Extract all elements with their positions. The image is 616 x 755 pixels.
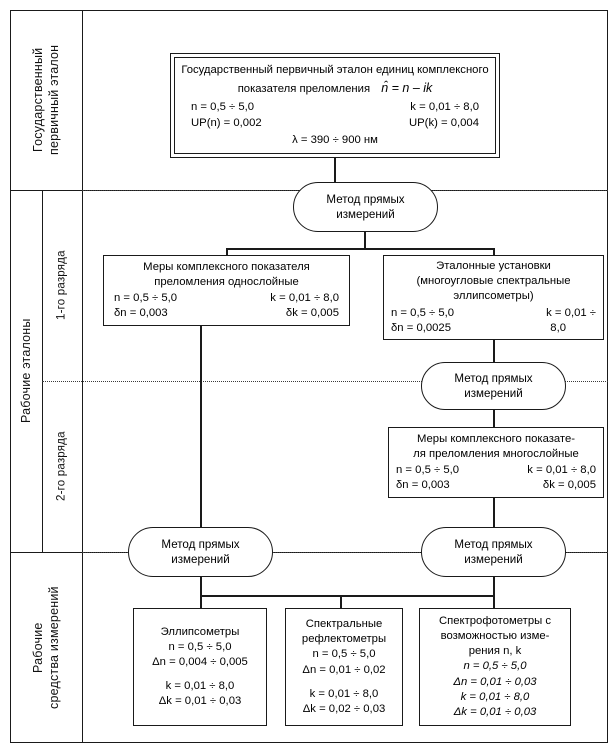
- method-oval-4: Метод прямых измерений: [421, 527, 566, 577]
- connector-method4-stem: [493, 577, 495, 596]
- rank1-right-k-range: k = 0,01 ÷: [546, 306, 596, 319]
- spectrophotometers-title-line1: Спектрофотометры с: [438, 615, 552, 628]
- reflectometers-delta-n: Δn = 0,01 ÷ 0,02: [302, 663, 386, 676]
- primary-standard-up-n: UP(n) = 0,002: [191, 116, 262, 129]
- rank1-left-dk: δk = 0,005: [285, 307, 339, 320]
- ellipsometers-delta-n: Δn = 0,004 ÷ 0,005: [152, 655, 248, 668]
- rank1-right-title-line3: эллипсометры): [453, 290, 534, 303]
- spectrophotometers-delta-n: Δn = 0,01 ÷ 0,03: [453, 675, 537, 688]
- reflectometers-n-range: n = 0,5 ÷ 5,0: [312, 648, 376, 661]
- primary-standard-uncertainty-row: UP(n) = 0,002 UP(k) = 0,004: [181, 116, 489, 131]
- primary-standard-box: Государственный первичный эталон единиц …: [170, 53, 500, 158]
- connector-method2-to-rank2: [493, 410, 495, 427]
- reflectometers-delta-k: Δk = 0,02 ÷ 0,03: [302, 702, 386, 715]
- sidebar-label-rank-1: 1-го разряда: [55, 250, 68, 321]
- method-oval-2-line2: измерений: [464, 387, 523, 400]
- connector-rank1left-to-method3: [200, 326, 202, 527]
- rank1-left-title-line1: Меры комплексного показателя: [143, 260, 310, 273]
- instrument-box-ellipsometers: Эллипсометры n = 0,5 ÷ 5,0 Δn = 0,004 ÷ …: [133, 608, 267, 726]
- spectrophotometers-title-line2: возможностью изме-: [440, 630, 550, 643]
- rank1-reference-setups-box: Эталонные установки (многоугловые спектр…: [383, 255, 604, 340]
- sidebar-label-working-standards: Рабочие эталоны: [19, 318, 33, 424]
- sidebar-label-primary-standard: Государственный первичный эталон: [31, 44, 61, 156]
- rank2-right-dn: δn = 0,003: [396, 479, 450, 492]
- rank1-right-k-range-cont: 8,0: [550, 321, 566, 334]
- primary-standard-formula: n̂ = n – ik: [381, 81, 433, 96]
- rank1-right-dn: δn = 0,0025: [391, 321, 451, 334]
- rank2-right-dk: δk = 0,005: [542, 479, 596, 492]
- method-oval-2-line1: Метод прямых: [454, 371, 533, 385]
- primary-standard-title-line2-row: показателя преломления n̂ = n – ik: [238, 80, 433, 97]
- connector-method1-stem: [364, 232, 366, 249]
- spectrophotometers-n-range: n = 0,5 ÷ 5,0: [463, 660, 527, 673]
- rank1-left-k-range: k = 0,01 ÷ 8,0: [270, 292, 339, 304]
- rank1-right-delta-row: δn = 0,0025 8,0: [388, 321, 599, 336]
- sidebar-column-rule-inner: [82, 10, 83, 743]
- primary-standard-title-line2: показателя преломления: [237, 83, 371, 96]
- method-oval-3-line1: Метод прямых: [161, 537, 240, 551]
- primary-standard-title-line1: Государственный первичный эталон единиц …: [181, 64, 489, 77]
- connector-primary-to-method1: [334, 158, 336, 182]
- reflectometers-title-line2: рефлектометры: [301, 633, 387, 646]
- connector-bus-to-ellipsometers: [200, 595, 202, 608]
- reflectometers-title-line1: Спектральные: [305, 618, 383, 631]
- method-oval-3: Метод прямых измерений: [128, 527, 273, 577]
- primary-standard-lambda: λ = 390 ÷ 900 нм: [292, 133, 378, 146]
- rank1-right-n-range: n = 0,5 ÷ 5,0: [391, 306, 455, 319]
- primary-standard-n-range: n = 0,5 ÷ 5,0: [191, 101, 255, 114]
- connector-method1-bus: [226, 248, 494, 250]
- spectrophotometers-title-line3: рения n, k: [468, 645, 522, 658]
- connector-rank1right-to-method2: [493, 340, 495, 363]
- rank1-left-range-row: n = 0,5 ÷ 5,0 k = 0,01 ÷ 8,0: [108, 291, 345, 306]
- ellipsometers-title: Эллипсометры: [160, 625, 240, 638]
- reflectometers-k-range: k = 0,01 ÷ 8,0: [309, 687, 379, 700]
- rank1-right-title-line2: (многоугловые спектральные: [416, 275, 571, 288]
- sidebar-label-rank-2: 2-го разряда: [55, 431, 68, 502]
- rank2-measures-multilayer-box: Меры комплексного показате- ля преломлен…: [388, 427, 604, 498]
- sidebar-label-working-instruments: Рабочие средства измерений: [31, 586, 61, 709]
- sidebar-column-rule-outer: [42, 190, 43, 552]
- rank1-left-title-line2: преломления однослойные: [154, 275, 299, 288]
- rank1-left-dn: δn = 0,003: [114, 307, 168, 320]
- rank2-right-title-line1: Меры комплексного показате-: [416, 432, 576, 445]
- method-oval-1: Метод прямых измерений: [293, 182, 438, 232]
- connector-bus-to-spectrophotometers: [493, 595, 495, 608]
- diagram-outer-frame: [10, 10, 608, 743]
- ellipsometers-n-range: n = 0,5 ÷ 5,0: [168, 640, 232, 653]
- connector-bottom-bus: [200, 595, 494, 597]
- rank1-left-delta-row: δn = 0,003 δk = 0,005: [108, 306, 345, 321]
- spectrophotometers-delta-k: Δk = 0,01 ÷ 0,03: [453, 705, 537, 718]
- method-oval-1-line1: Метод прямых: [326, 192, 405, 206]
- instrument-box-spectrophotometers: Спектрофотометры с возможностью изме- ре…: [419, 608, 571, 726]
- rank2-right-n-range: n = 0,5 ÷ 5,0: [396, 464, 460, 476]
- connector-bus-to-rank1-right: [493, 248, 495, 256]
- rank2-right-k-range: k = 0,01 ÷ 8,0: [527, 464, 596, 476]
- rank1-measures-single-layer-box: Меры комплексного показателя преломления…: [103, 255, 350, 326]
- connector-method3-stem: [200, 577, 202, 596]
- ellipsometers-delta-k: Δk = 0,01 ÷ 0,03: [158, 695, 242, 708]
- primary-standard-range-row: n = 0,5 ÷ 5,0 k = 0,01 ÷ 8,0: [181, 100, 489, 115]
- rank1-left-n-range: n = 0,5 ÷ 5,0: [114, 292, 178, 304]
- rank1-right-range-row: n = 0,5 ÷ 5,0 k = 0,01 ÷: [388, 306, 599, 321]
- dotted-divider-bottom: [82, 552, 608, 553]
- method-oval-1-line2: измерений: [336, 208, 395, 221]
- method-oval-4-line2: измерений: [464, 553, 523, 566]
- primary-standard-up-k: UP(k) = 0,004: [408, 116, 479, 129]
- spectrophotometers-k-range: k = 0,01 ÷ 8,0: [460, 690, 530, 703]
- method-oval-3-line2: измерений: [171, 553, 230, 566]
- instrument-box-reflectometers: Спектральные рефлектометры n = 0,5 ÷ 5,0…: [285, 608, 403, 726]
- connector-bus-to-reflectometers: [340, 595, 342, 608]
- rank1-right-title-line1: Эталонные установки: [436, 260, 551, 273]
- rank2-right-range-row: n = 0,5 ÷ 5,0 k = 0,01 ÷ 8,0: [393, 463, 599, 478]
- primary-standard-k-range: k = 0,01 ÷ 8,0: [410, 101, 479, 114]
- connector-bus-to-rank1-left: [226, 248, 228, 256]
- rank2-right-title-line2: ля преломления многослойные: [413, 447, 579, 460]
- method-oval-4-line1: Метод прямых: [454, 537, 533, 551]
- dotted-divider-rank1-rank2: [42, 381, 608, 382]
- connector-rank2-to-method4: [493, 498, 495, 527]
- method-oval-2: Метод прямых измерений: [421, 362, 566, 410]
- ellipsometers-k-range: k = 0,01 ÷ 8,0: [165, 680, 235, 692]
- rank2-right-delta-row: δn = 0,003 δk = 0,005: [393, 478, 599, 493]
